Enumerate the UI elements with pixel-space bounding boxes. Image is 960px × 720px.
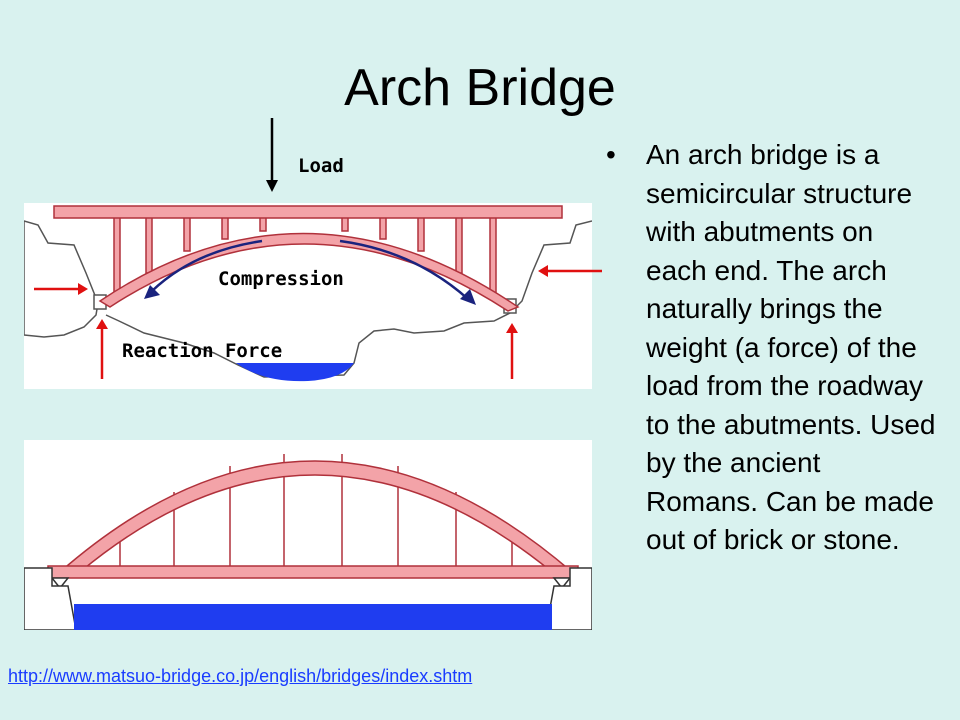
- force-diagram: [24, 205, 592, 382]
- reaction-arrows: [34, 265, 592, 379]
- arch-bridge-diagram: [24, 454, 592, 630]
- river-water-lower: [74, 604, 552, 630]
- load-arrow: [266, 118, 278, 192]
- reaction-force-label: Reaction Force: [122, 340, 283, 362]
- compression-arrowhead-right: [460, 289, 476, 305]
- compression-arrowhead-left: [144, 285, 160, 299]
- bridge-deck: [53, 205, 563, 219]
- compression-label: Compression: [218, 268, 344, 290]
- reaction-arrow-right-tail: [592, 269, 602, 273]
- arch-rib: [58, 460, 575, 573]
- left-bank: [24, 567, 77, 630]
- force-diagram-panel: [24, 203, 592, 389]
- river-water: [236, 363, 354, 382]
- compression-arrows: [151, 239, 469, 300]
- description-text: An arch bridge is a semicircular structu…: [646, 139, 936, 555]
- left-bearing: [50, 577, 70, 590]
- gorge-outline: [24, 220, 99, 338]
- arch-bridge-panel: [24, 440, 592, 630]
- slide-title: Arch Bridge: [344, 59, 616, 117]
- load-label: Load: [298, 155, 344, 177]
- bridge-arch: [98, 232, 520, 312]
- tied-deck: [47, 565, 579, 579]
- source-link[interactable]: http://www.matsuo-bridge.co.jp/english/b…: [8, 666, 473, 686]
- gorge-outline-right: [105, 220, 592, 378]
- right-bank: [545, 567, 592, 630]
- right-bearing: [552, 577, 572, 590]
- bullet-marker: •: [606, 139, 616, 170]
